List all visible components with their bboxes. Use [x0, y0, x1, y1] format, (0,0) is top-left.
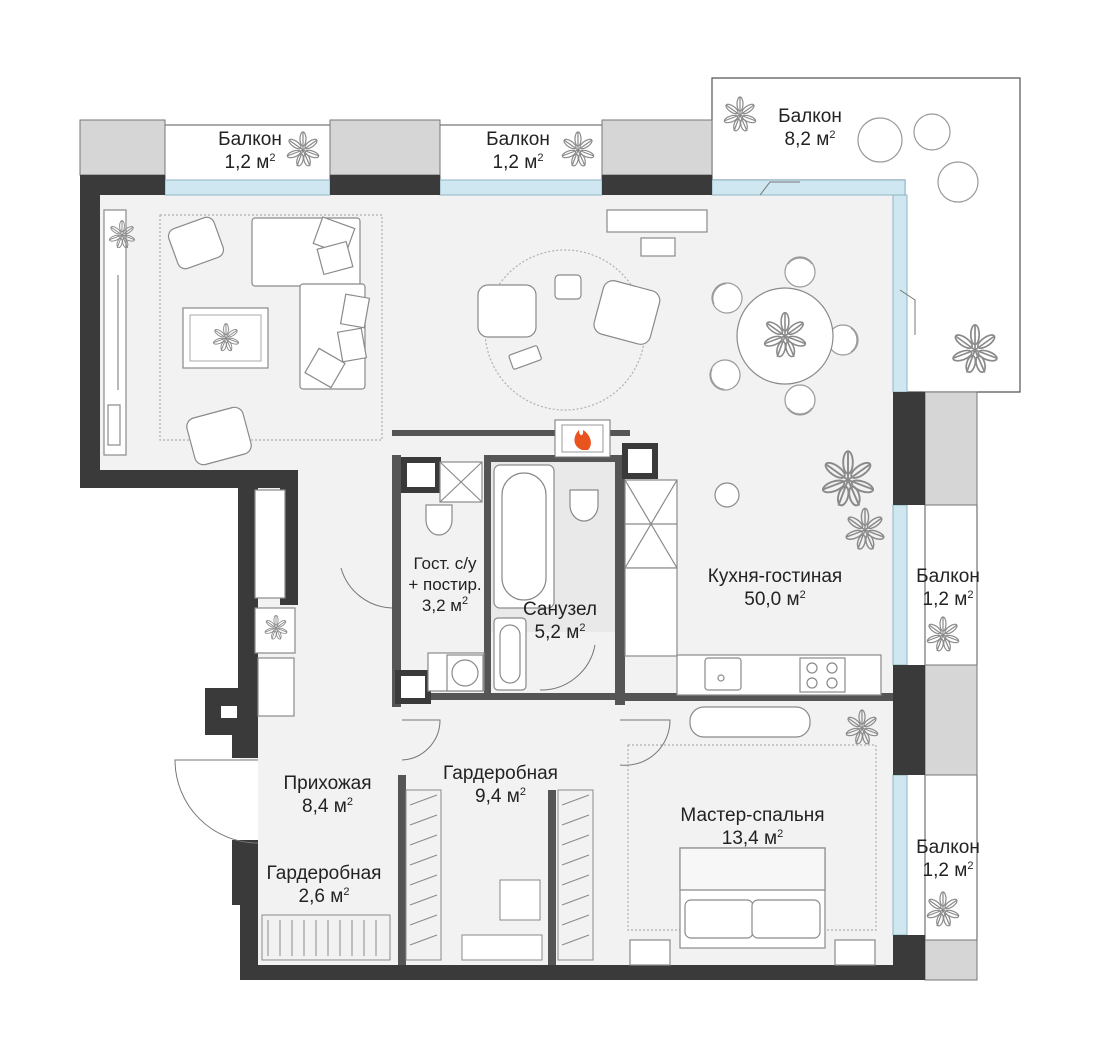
sink-icon [704, 657, 742, 691]
sofa-icon [251, 216, 371, 390]
balcony-table-icon [857, 113, 979, 203]
room-label-kitchen-living: Кухня-гостиная 50,0 м2 [707, 566, 843, 610]
room-label-balcony-right-lower: Балкон 1,2 м2 [916, 837, 980, 881]
dining-table-icon [703, 256, 859, 416]
windows [164, 179, 908, 936]
room-label-balcony-top-middle: Балкон 1,2 м2 [486, 129, 550, 173]
room-label-balcony-right-upper: Балкон 1,2 м2 [916, 566, 980, 610]
bed-icon [629, 706, 876, 966]
stove-icon [799, 657, 846, 693]
room-label-wardrobe-main: Гардеробная 9,4 м2 [443, 763, 558, 807]
bathtub-icon [493, 464, 555, 609]
ventilation-shafts [215, 443, 658, 724]
room-label-hallway: Прихожая 8,4 м2 [283, 773, 372, 817]
washing-machine-icon [446, 654, 484, 692]
toilet-icon [569, 489, 599, 522]
toilet-icon [425, 504, 453, 536]
kitchen-counter [624, 479, 882, 696]
facade-panels [79, 119, 978, 981]
hallway-furniture [254, 489, 296, 717]
fireplace [554, 419, 611, 458]
room-label-bathroom: Санузел 5,2 м2 [522, 599, 597, 643]
room-label-master-bedroom: Мастер-спальня 13,4 м2 [680, 805, 825, 849]
doors [174, 181, 916, 844]
kitchen-console [606, 209, 708, 257]
armchair-icon [167, 216, 661, 466]
kitchen-island-icon [714, 482, 740, 508]
bathroom-fixtures [493, 464, 599, 691]
coffee-table-icon [182, 307, 269, 369]
living-carpet [159, 214, 383, 441]
wardrobe-hangers [261, 789, 594, 961]
tv-stand-icon [103, 209, 127, 456]
room-label-balcony-top-left: Балкон 1,2 м2 [218, 129, 282, 173]
fireplace-icon [574, 430, 591, 450]
room-label-wardrobe-small: Гардеробная 2,6 м2 [266, 863, 382, 907]
room-label-guest-wc: Гост. с/у + постир. 3,2 м2 [408, 554, 482, 615]
interior-walls [392, 430, 893, 965]
guest-wc-fixtures [425, 461, 485, 692]
room-label-balcony-corner: Балкон 8,2 м2 [778, 106, 842, 150]
